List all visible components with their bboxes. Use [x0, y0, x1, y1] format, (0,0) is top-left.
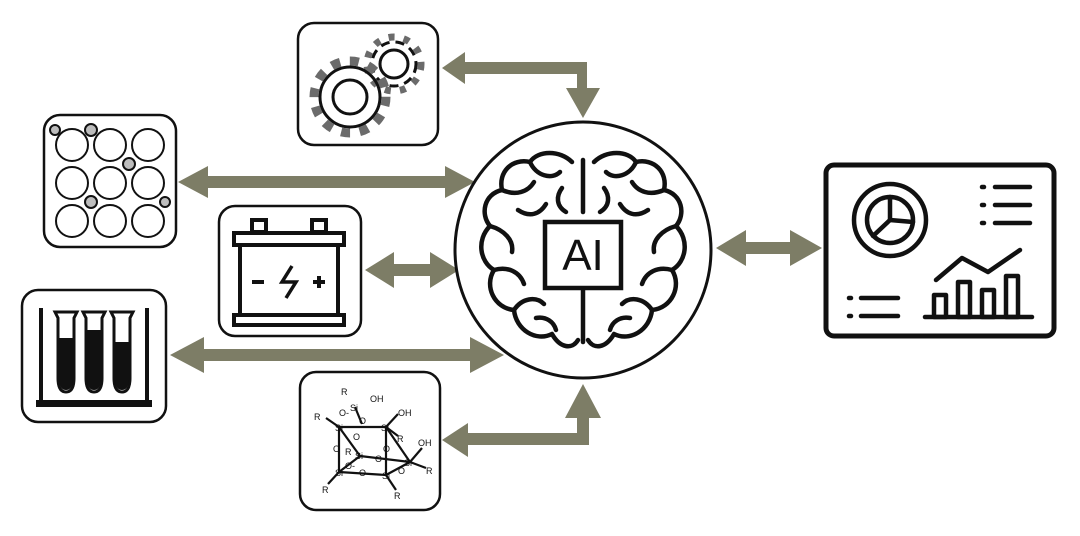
gears-node	[296, 21, 440, 147]
oh-group-label: OH	[370, 394, 384, 404]
r-group-label: R	[314, 412, 321, 422]
o-minus-label: O-	[339, 408, 349, 418]
oh-group-label: OH	[418, 438, 432, 448]
r-group-label: R	[322, 485, 329, 495]
circle-lattice-icon	[49, 123, 171, 238]
si-atom-label: Si	[382, 471, 390, 481]
arrow-ai-dashboard	[716, 230, 822, 266]
bar-chart-icon	[922, 247, 1035, 320]
r-group-label: R	[397, 434, 404, 444]
ai-chip	[542, 219, 624, 291]
o-atom-label: O	[359, 468, 366, 478]
arrow-testtubes-ai	[170, 337, 504, 373]
arrow-chem-ai	[442, 384, 601, 457]
si-atom-label: Si	[404, 458, 412, 468]
arrow-gears-ai	[442, 52, 600, 118]
oh-group-label: OH	[398, 408, 412, 418]
o-atom-label: O	[353, 432, 360, 442]
o-atom-label: O	[359, 416, 366, 426]
gears-icon	[309, 33, 425, 138]
analytics-dashboard-icon	[846, 181, 1035, 320]
list-icon	[846, 295, 901, 319]
test-tubes-icon	[36, 308, 152, 407]
test-tubes-node	[20, 288, 168, 424]
connection-arrows	[170, 52, 822, 457]
siloxane-cage-icon: Si Si Si Si Si Si Si O O O O O O O- O- O…	[314, 387, 433, 501]
si-atom-label: Si	[381, 423, 389, 433]
dashboard-node	[823, 162, 1057, 339]
si-atom-label: Si	[335, 468, 343, 478]
r-group-label: R	[345, 447, 352, 457]
o-atom-label: O	[383, 444, 390, 454]
ai-label: AI	[562, 231, 604, 280]
ai-center-node: AI	[453, 120, 713, 380]
pie-chart-icon	[851, 181, 929, 259]
porous-node	[42, 113, 178, 249]
brain-icon	[479, 150, 687, 349]
si-atom-label: Si	[335, 423, 343, 433]
r-group-label: R	[341, 387, 348, 397]
r-group-label: R	[426, 466, 433, 476]
arrow-porous-ai	[178, 166, 475, 198]
r-group-label: R	[394, 491, 401, 501]
o-atom-label: O	[375, 454, 382, 464]
dashboard-box	[823, 162, 1057, 339]
arrow-battery-ai	[365, 252, 459, 288]
si-atom-label: Si	[355, 451, 363, 461]
list-icon	[979, 184, 1033, 226]
battery-icon	[232, 218, 346, 327]
silsesquioxane-node: Si Si Si Si Si Si Si O O O O O O O- O- O…	[298, 370, 442, 512]
o-minus-label: O-	[345, 461, 355, 471]
o-atom-label: O	[398, 466, 405, 476]
si-atom-label: Si	[350, 403, 358, 413]
battery-node	[217, 204, 363, 338]
o-atom-label: O	[333, 444, 340, 454]
